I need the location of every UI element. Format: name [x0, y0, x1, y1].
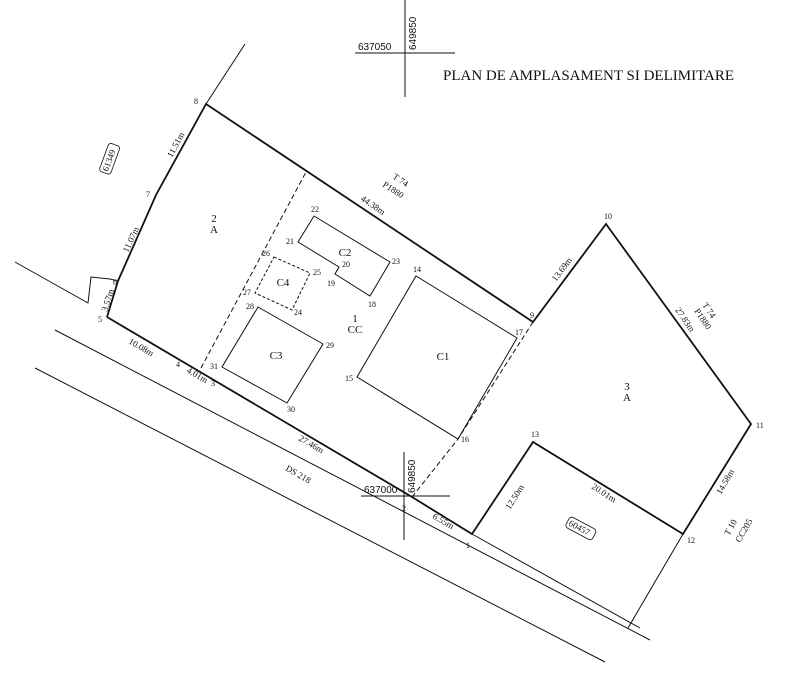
point-number-6: 6: [113, 278, 117, 287]
dimension-label: 12.50m: [503, 483, 526, 511]
building-label: C3: [270, 350, 283, 362]
point-number-3: 3: [211, 379, 215, 388]
dimension-label: 4.01m: [185, 365, 210, 385]
dimension-label: 13.69m: [550, 255, 574, 283]
point-number-18: 18: [368, 300, 376, 309]
point-number-9: 9: [530, 311, 534, 320]
point-number-10: 10: [604, 212, 612, 221]
neighbor-boundary: [14, 261, 119, 304]
parcel-number: 1: [352, 313, 358, 325]
parcel-category: A: [623, 392, 631, 404]
road-label: DS 218: [284, 463, 313, 486]
point-number-1: 1: [466, 541, 470, 550]
point-number-7: 7: [146, 190, 150, 199]
point-number-23: 23: [392, 257, 400, 266]
point-number-15: 15: [345, 374, 353, 383]
property-boundary: [106, 102, 753, 536]
dimension-label: 11.07m: [121, 225, 141, 254]
parcel-category: CC: [348, 324, 363, 336]
point-number-19: 19: [327, 279, 335, 288]
building-label: C4: [277, 277, 290, 289]
point-number-31: 31: [210, 362, 218, 371]
building-label: C1: [437, 351, 450, 363]
grid-x-label: 637050: [358, 42, 392, 53]
point-number-24: 24: [294, 308, 302, 317]
grid-x-label: 637000: [364, 485, 398, 496]
cadastral-number-box: 60457: [565, 516, 597, 541]
boundary-line: [627, 533, 684, 629]
parcel-category: A: [210, 224, 218, 236]
grid-y-label: 649850: [407, 459, 418, 493]
point-number-11: 11: [756, 421, 764, 430]
boundary-line: [471, 533, 641, 629]
building-c2: [297, 215, 391, 297]
point-number-14: 14: [413, 265, 421, 274]
point-number-27: 27: [243, 288, 251, 297]
building-label: C2: [339, 247, 352, 259]
building-c1: [356, 275, 518, 440]
plan-title: PLAN DE AMPLASAMENT SI DELIMITARE: [443, 68, 734, 84]
dimension-label: 27.83m: [673, 306, 697, 334]
road-line: [54, 329, 651, 641]
dimension-label: 14.58m: [714, 467, 736, 496]
point-number-25: 25: [313, 268, 321, 277]
point-number-26: 26: [262, 249, 270, 258]
neighbor-label: CC205: [733, 516, 755, 544]
parcel-number: 2: [211, 213, 217, 225]
cadastral-number-box: 61349: [99, 143, 120, 175]
building-c4: [254, 256, 311, 311]
point-number-17: 17: [515, 328, 523, 337]
point-number-29: 29: [326, 341, 334, 350]
point-number-21: 21: [286, 237, 294, 246]
grid-y-label: 649850: [408, 16, 419, 50]
point-number-4: 4: [176, 360, 180, 369]
building-c3: [221, 306, 324, 404]
point-number-13: 13: [531, 430, 539, 439]
point-number-20: 20: [342, 260, 350, 269]
point-number-8: 8: [194, 97, 198, 106]
dimension-label: 27.46m: [297, 433, 326, 455]
point-number-22: 22: [311, 205, 319, 214]
point-number-2: 2: [402, 504, 406, 513]
point-number-5: 5: [98, 315, 102, 324]
dimension-label: 10.08m: [127, 336, 156, 358]
point-number-28: 28: [246, 302, 254, 311]
point-number-12: 12: [687, 536, 695, 545]
dimension-label: 3.57m: [99, 288, 116, 313]
dimension-label: 44.38m: [359, 193, 387, 217]
point-number-30: 30: [287, 405, 295, 414]
road-line: [34, 367, 606, 663]
point-number-16: 16: [461, 435, 469, 444]
boundary-line: [205, 43, 246, 105]
parcel-divider: [200, 171, 307, 369]
parcel-number: 3: [624, 381, 630, 393]
